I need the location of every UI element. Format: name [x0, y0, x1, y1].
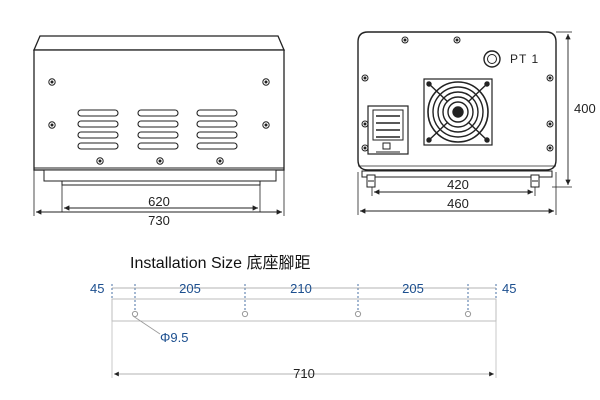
dim-label-710: 710	[293, 366, 315, 381]
dim-label-620: 620	[148, 194, 170, 209]
side-dim-400: 400	[552, 31, 596, 188]
side-base	[361, 170, 553, 178]
front-dim-620: 620	[61, 185, 261, 212]
dim-label-460: 460	[447, 196, 469, 211]
side-screws	[361, 36, 554, 152]
side-dim-460: 460	[357, 172, 557, 215]
dim-label-420: 420	[447, 177, 469, 192]
installation-title: Installation Size 底座腳距	[130, 254, 311, 272]
front-screws	[48, 78, 270, 165]
front-dim-730: 730	[33, 170, 285, 228]
dim-label-400: 400	[574, 101, 596, 116]
fan-icon	[423, 78, 493, 146]
side-dim-420: 420	[371, 177, 536, 196]
hole-leader	[132, 315, 161, 335]
edge-right-label: 45	[502, 281, 516, 296]
spacing-label-2: 210	[290, 281, 312, 296]
pt1-label: PT 1	[510, 52, 539, 66]
hole-diameter-label: Φ9.5	[160, 330, 188, 345]
side-view: PT 1	[357, 31, 596, 215]
dim-label-730: 730	[148, 213, 170, 228]
side-feet	[366, 174, 540, 188]
total-dim-710: 710	[111, 321, 497, 381]
front-vents	[77, 109, 238, 150]
edge-left-label: 45	[90, 281, 104, 296]
front-base-foot	[61, 180, 261, 186]
base-rail	[111, 298, 497, 322]
spacing-label-1: 205	[179, 281, 201, 296]
mounting-holes	[131, 310, 472, 318]
front-view: 620 730	[33, 35, 285, 228]
spacing-label-3: 205	[402, 281, 424, 296]
pt1-terminal-icon	[483, 50, 501, 68]
front-top-lid	[33, 35, 285, 51]
installation-section: Installation Size 底座腳距 45 205 210 205 45	[90, 254, 516, 381]
switch-panel	[367, 105, 409, 155]
front-base	[43, 169, 277, 182]
